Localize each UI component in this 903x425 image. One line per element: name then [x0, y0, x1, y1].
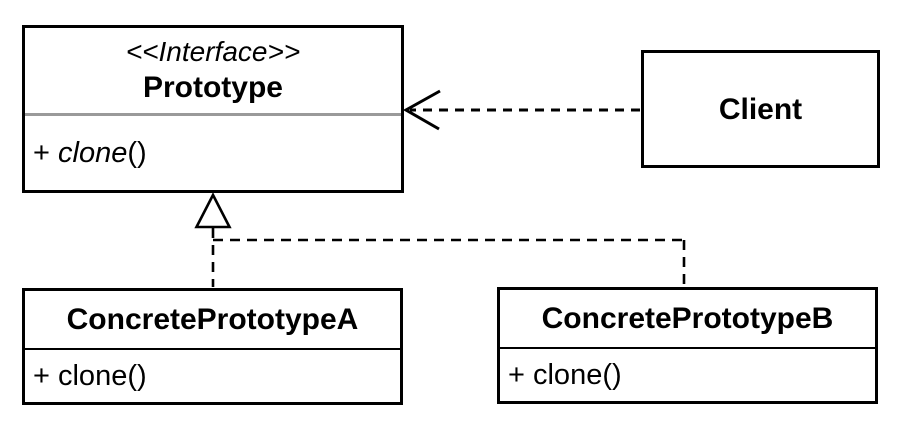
- class-concrete-a-name: ConcretePrototypeA: [66, 303, 359, 336]
- class-client-name: Client: [718, 92, 803, 126]
- class-box-concrete-prototype-b: ConcretePrototypeB + clone(): [497, 287, 878, 404]
- class-concrete-b-name: ConcretePrototypeB: [541, 302, 834, 335]
- class-concrete-b-title-compartment: ConcretePrototypeB: [500, 290, 875, 347]
- realization-connector: [194, 192, 686, 287]
- class-box-client: Client: [641, 50, 880, 168]
- class-box-concrete-prototype-a: ConcretePrototypeA + clone(): [22, 288, 403, 405]
- compartment-divider: [500, 347, 875, 349]
- hollow-triangle-icon: [194, 192, 232, 229]
- method-clone: + clone(): [508, 358, 622, 391]
- compartment-divider: [25, 348, 400, 350]
- class-concrete-a-title-compartment: ConcretePrototypeA: [25, 291, 400, 348]
- dependency-arrow-client-to-prototype: [402, 89, 640, 131]
- method-clone-abstract: + clone(): [33, 136, 147, 169]
- class-prototype-title-compartment: <<Interface>> Prototype: [25, 28, 401, 113]
- class-prototype-name: Prototype: [142, 71, 283, 104]
- class-concrete-a-methods-compartment: + clone(): [25, 350, 400, 402]
- class-box-prototype: <<Interface>> Prototype + clone(): [22, 25, 404, 193]
- class-client-title-compartment: Client: [644, 53, 877, 165]
- class-prototype-stereotype: <<Interface>>: [125, 36, 301, 67]
- class-concrete-b-methods-compartment: + clone(): [500, 349, 875, 401]
- class-prototype-methods-compartment: + clone(): [25, 116, 401, 190]
- compartment-divider: [25, 113, 401, 116]
- method-clone: + clone(): [33, 359, 147, 392]
